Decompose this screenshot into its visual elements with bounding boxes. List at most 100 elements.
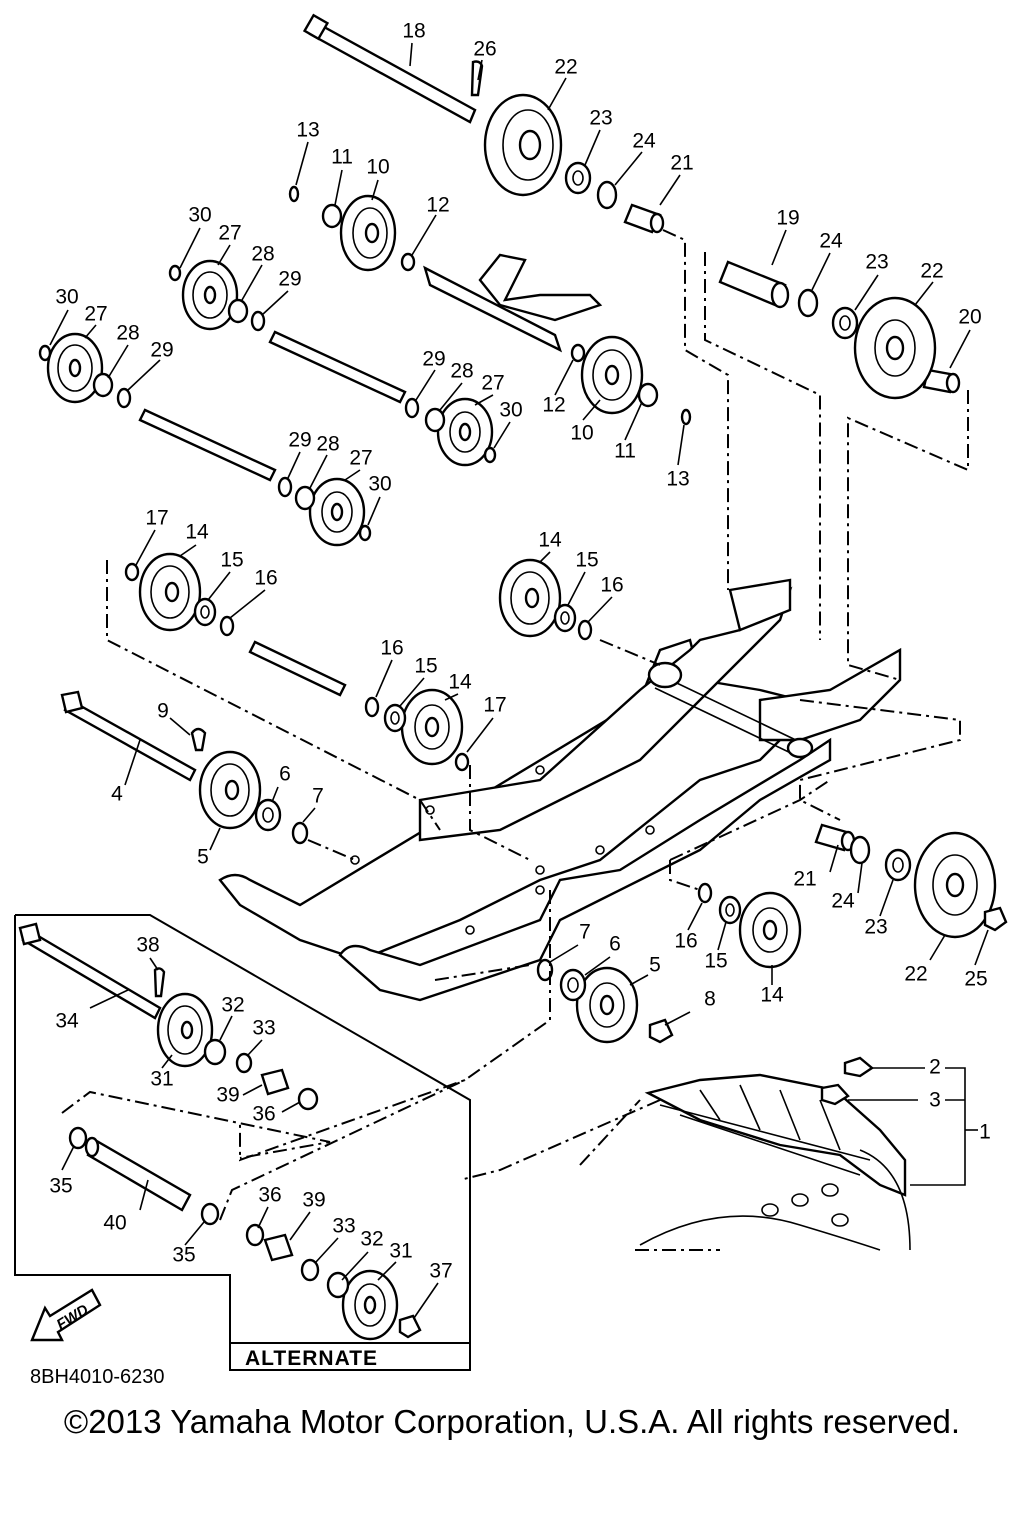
- callout-12: 12: [426, 194, 449, 217]
- callout-19: 19: [776, 207, 799, 230]
- callout-29: 29: [150, 339, 173, 362]
- part-code: 8BH4010-6230: [30, 1366, 165, 1388]
- track-1: [639, 1073, 911, 1251]
- callout-5: 5: [649, 954, 661, 977]
- callout-23: 23: [865, 251, 888, 274]
- callout-16: 16: [380, 637, 403, 660]
- callout-16: 16: [674, 930, 697, 953]
- callout-7: 7: [312, 785, 324, 808]
- callout-11: 11: [614, 440, 636, 463]
- callout-35: 35: [172, 1244, 195, 1267]
- shaft-upper-2: [138, 408, 277, 482]
- callout-labels: 1 2 3 4 5 5 6 6 7 7 8 9 10 10 11 11 12 1…: [49, 20, 991, 1283]
- callout-14: 14: [760, 984, 784, 1007]
- callout-17: 17: [145, 507, 168, 530]
- slide-clip-3: [820, 1083, 850, 1106]
- shaft-mid: [248, 640, 347, 697]
- wheel-22-lower: [913, 831, 997, 939]
- wheel-27-a: [181, 259, 239, 331]
- wheel-5-lower: [575, 966, 639, 1044]
- callout-24: 24: [831, 890, 855, 913]
- slide-rail-frame: [218, 578, 902, 1002]
- callout-24: 24: [632, 130, 656, 153]
- callout-33: 33: [332, 1215, 355, 1238]
- callout-17: 17: [483, 694, 506, 717]
- collar-19: [718, 260, 790, 309]
- callout-28: 28: [316, 433, 339, 456]
- callout-11: 11: [331, 146, 353, 169]
- callout-38: 38: [136, 934, 159, 957]
- callout-7: 7: [579, 921, 591, 944]
- callout-15: 15: [414, 655, 437, 678]
- callout-23: 23: [589, 107, 612, 130]
- callout-34: 34: [55, 1010, 79, 1033]
- callout-22: 22: [554, 56, 577, 79]
- alternate-label: ALTERNATE: [245, 1347, 378, 1370]
- callout-36: 36: [258, 1184, 281, 1207]
- wheel-31-left: [156, 992, 214, 1068]
- pipe-40: [84, 1136, 192, 1212]
- callout-3: 3: [929, 1089, 941, 1112]
- callout-31: 31: [389, 1240, 412, 1263]
- callout-40: 40: [103, 1212, 126, 1235]
- callout-22: 22: [904, 963, 927, 986]
- callout-29: 29: [278, 268, 301, 291]
- wheel-14-right: [738, 891, 802, 969]
- alternate-box: [14, 914, 471, 1371]
- callout-14: 14: [538, 529, 562, 552]
- callout-21: 21: [793, 868, 816, 891]
- collar-21-top: [623, 203, 665, 234]
- callout-27: 27: [349, 447, 372, 470]
- wheel-31-right: [341, 1269, 399, 1341]
- callout-30: 30: [499, 399, 522, 422]
- wheel-27-d: [308, 477, 366, 547]
- track-bracket: [848, 1067, 978, 1186]
- callout-30: 30: [368, 473, 391, 496]
- wheel-10-mid: [580, 335, 644, 415]
- callout-6: 6: [279, 763, 291, 786]
- shaft-18: [302, 13, 477, 124]
- slide-clip-2: [843, 1056, 875, 1078]
- wheel-14-left: [138, 552, 202, 632]
- callout-24: 24: [819, 230, 843, 253]
- callout-28: 28: [251, 243, 274, 266]
- callout-39: 39: [216, 1084, 239, 1107]
- shaft-4: [60, 690, 197, 782]
- callout-27: 27: [218, 222, 241, 245]
- callout-15: 15: [220, 549, 243, 572]
- callout-32: 32: [221, 994, 244, 1017]
- wheel-10-top: [339, 194, 397, 272]
- callout-28: 28: [116, 322, 139, 345]
- assembly-lines: [61, 229, 969, 1251]
- callout-28: 28: [450, 360, 473, 383]
- callout-14: 14: [185, 521, 209, 544]
- callout-12: 12: [542, 394, 565, 417]
- callout-25: 25: [964, 968, 987, 991]
- callout-5: 5: [197, 846, 209, 869]
- wheel-22-top: [483, 93, 563, 197]
- callout-15: 15: [704, 950, 727, 973]
- callout-21: 21: [670, 152, 693, 175]
- callout-27: 27: [84, 303, 107, 326]
- callout-22: 22: [920, 260, 943, 283]
- callout-13: 13: [666, 468, 689, 491]
- callout-36: 36: [252, 1103, 275, 1126]
- callout-1: 1: [979, 1121, 991, 1144]
- wheel-27-b: [46, 332, 104, 404]
- upper-arm: [423, 253, 603, 353]
- callout-35: 35: [49, 1175, 72, 1198]
- callout-14: 14: [448, 671, 472, 694]
- callout-2: 2: [929, 1056, 941, 1079]
- callout-15: 15: [575, 549, 598, 572]
- callout-16: 16: [600, 574, 623, 597]
- callout-16: 16: [254, 567, 277, 590]
- collar-21-right: [814, 823, 856, 852]
- callout-10: 10: [366, 156, 389, 179]
- callout-30: 30: [55, 286, 78, 309]
- callout-37: 37: [429, 1260, 452, 1283]
- leader-lines: [49, 42, 989, 1319]
- wheel-22-right: [853, 296, 937, 400]
- copyright-notice: ©2013 Yamaha Motor Corporation, U.S.A. A…: [64, 1403, 960, 1440]
- callout-13: 13: [296, 119, 319, 142]
